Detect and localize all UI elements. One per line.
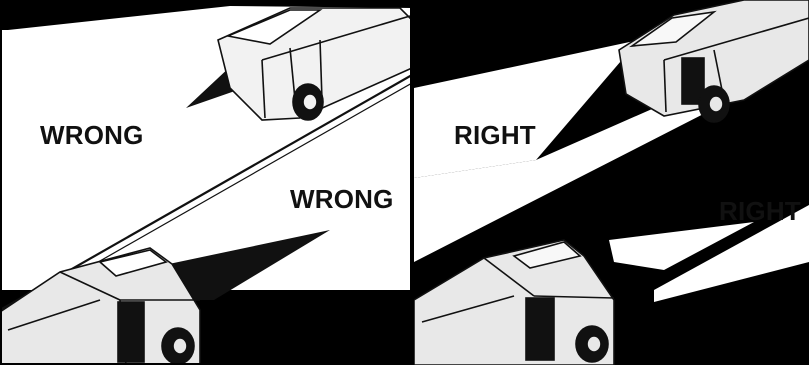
wrong-panel-illustration bbox=[0, 0, 412, 365]
wrong-panel: WRONG WRONG bbox=[0, 0, 412, 365]
right-panel: RIGHT RIGHT bbox=[414, 0, 809, 365]
right-label-top: RIGHT bbox=[454, 122, 536, 148]
wrong-label-bottom: WRONG bbox=[290, 186, 394, 212]
right-label-bottom: RIGHT bbox=[719, 198, 801, 224]
wrong-label-top: WRONG bbox=[40, 122, 144, 148]
right-panel-illustration bbox=[414, 0, 809, 365]
